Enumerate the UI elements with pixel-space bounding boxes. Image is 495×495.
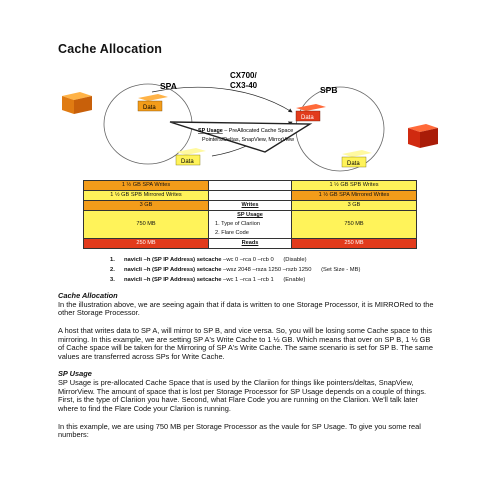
cell: SP Usage 1. Type of Clariion 2. Flare Co… [208,210,292,239]
cache-diagram: Data Data Data Data SPA SPB CX700/ CX3-4… [62,71,438,172]
paragraph: In the illustration above, we are seeing… [58,299,434,318]
cache-table: 1 ½ GB SPA Writes 1 ½ GB SPB Writes 1 ½ … [83,180,417,249]
cell [208,180,292,191]
cell: 1 ½ GB SPB Writes [291,180,417,191]
table-row: 1 ½ GB SPB Mirrored Writes 1 ½ GB SPA Mi… [83,190,417,201]
command-list: 1.navicli –h (SP IP Address) setcache –w… [110,255,360,285]
list-item: 1.navicli –h (SP IP Address) setcache –w… [110,257,307,263]
cell: 750 MB [291,210,417,239]
section-heading: SP Usage [58,369,92,379]
data-box-mirror-yellow: Data [175,148,206,166]
cell: 1 ½ GB SPB Mirrored Writes [83,190,209,201]
svg-text:Pointers/Deltas, SnapView, Mir: Pointers/Deltas, SnapView, MirrorView [202,137,294,143]
list-item: 3.navicli –h (SP IP Address) setcache –w… [110,277,306,283]
cell: 1 ½ GB SPA Writes [83,180,209,191]
table-row: 3 GB Writes 3 GB [83,200,417,211]
page-title: Cache Allocation [58,42,163,56]
paragraph: A host that writes data to SP A, will mi… [58,325,433,361]
svg-text:Data: Data [143,105,156,111]
host-cube-icon [62,92,92,114]
host-cube-icon [408,124,438,148]
spb-label: SPB [320,85,337,95]
cell: 3 GB [83,200,209,211]
sp-usage-triangle [169,121,313,153]
model-label-1: CX700/ [230,71,257,80]
svg-text:Data: Data [301,115,314,121]
cell: Writes [208,200,292,211]
data-box-spa: Data [137,94,168,112]
cell: 1 ½ GB SPA Mirrored Writes [291,190,417,201]
paragraph: SP Usage is pre-allocated Cache Space th… [58,378,427,414]
data-box-spb: Data [295,104,326,122]
cell [208,190,292,201]
table-row: 1 ½ GB SPA Writes 1 ½ GB SPB Writes [83,180,417,191]
section-heading: Cache Allocation [58,291,118,300]
model-label-2: CX3-40 [230,81,258,90]
svg-text:Data: Data [181,159,194,165]
data-box-mirror-yellow: Data [341,150,372,168]
body-text: Cache Allocation In the illustration abo… [58,291,438,449]
cell: 750 MB [83,210,209,239]
svg-text:Data: Data [347,161,360,167]
cell: 250 MB [291,238,417,249]
table-row: 750 MB SP Usage 1. Type of Clariion 2. F… [83,210,417,239]
spa-label: SPA [160,81,177,91]
list-item: 2.navicli –h (SP IP Address) setcache –w… [110,267,361,273]
cell: 3 GB [291,200,417,211]
cell: Reads [208,238,292,249]
svg-text:SP Usage – PreAllocated Cache: SP Usage – PreAllocated Cache Space [198,128,293,134]
spb-circle [295,86,385,172]
table-row: 250 MB Reads 250 MB [83,238,417,249]
cell: 250 MB [83,238,209,249]
paragraph: In this example, we are using 750 MB per… [58,421,421,440]
